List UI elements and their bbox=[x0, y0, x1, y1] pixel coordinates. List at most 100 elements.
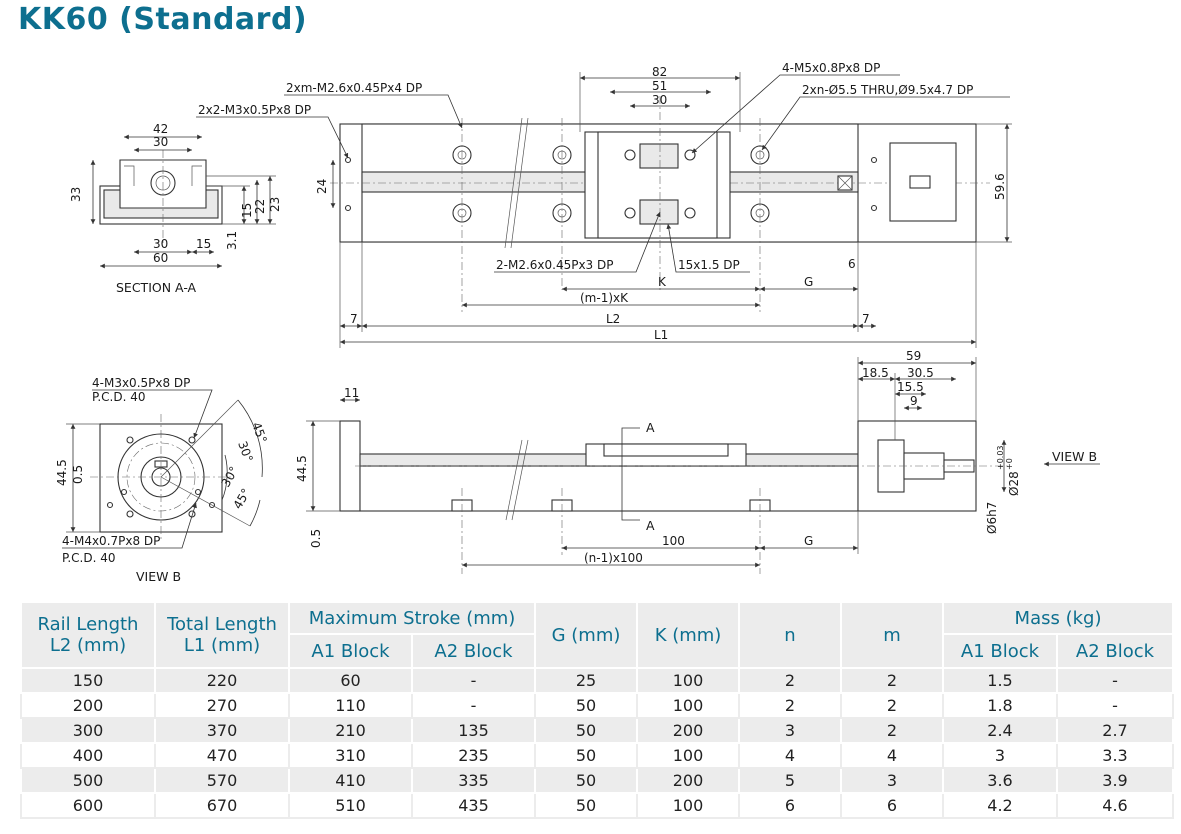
section-dim: 22 bbox=[253, 199, 267, 214]
callout-4-m4: 4-M4x0.7Px8 DP bbox=[62, 534, 160, 548]
callout-4-m5: 4-M5x0.8Px8 DP bbox=[782, 61, 880, 75]
table-cell: 25 bbox=[534, 667, 639, 694]
table-cell: 6 bbox=[840, 792, 945, 819]
table-row: 400 470 310 235 50 100 4 4 3 3.3 bbox=[20, 742, 1175, 769]
header-mass-a1: A1 Block bbox=[942, 633, 1059, 669]
top-dim: 51 bbox=[652, 79, 667, 93]
section-dim: 33 bbox=[69, 187, 83, 202]
table-cell: 3 bbox=[942, 742, 1059, 769]
table-cell: 370 bbox=[154, 717, 290, 744]
side-dim: Ø6h7 bbox=[985, 502, 999, 534]
section-dim: 23 bbox=[268, 197, 282, 212]
table-cell: 3.3 bbox=[1056, 742, 1175, 769]
table-cell: 4 bbox=[738, 742, 843, 769]
top-view: 82 51 30 24 59.6 K G 6 (m-1)xK 7 L2 7 L1… bbox=[196, 61, 1012, 348]
section-dim: 30 bbox=[153, 135, 168, 149]
table-cell: 470 bbox=[154, 742, 290, 769]
table-row: 300 370 210 135 50 200 3 2 2.4 2.7 bbox=[20, 717, 1175, 744]
callout-4-m3: 4-M3x0.5Px8 DP bbox=[92, 376, 190, 390]
top-dim: G bbox=[804, 275, 813, 289]
table-cell: 3.6 bbox=[942, 767, 1059, 794]
top-dim: 30 bbox=[652, 93, 667, 107]
side-view: 11 44.5 0.5 A A 100 G (n-1)x100 59 18.5 … bbox=[295, 349, 1100, 574]
top-dim: 82 bbox=[652, 65, 667, 79]
table-cell: 3 bbox=[840, 767, 945, 794]
header-total-length: Total Length L1 (mm) bbox=[154, 601, 290, 669]
header-mass-a2: A2 Block bbox=[1056, 633, 1175, 669]
table-cell: 60 bbox=[288, 667, 413, 694]
view-b-caption: VIEW B bbox=[136, 569, 181, 584]
top-dim: L1 bbox=[654, 328, 668, 342]
top-dim: 59.6 bbox=[993, 173, 1007, 200]
section-dim: 15 bbox=[196, 237, 211, 251]
spec-table: Rail Length L2 (mm) Total Length L1 (mm)… bbox=[20, 601, 1175, 819]
header-n: n bbox=[738, 601, 843, 669]
table-cell: 3.9 bbox=[1056, 767, 1175, 794]
table-cell: 50 bbox=[534, 767, 639, 794]
top-dim: 7 bbox=[862, 312, 870, 326]
table-cell: 50 bbox=[534, 792, 639, 819]
table-cell: 50 bbox=[534, 692, 639, 719]
view-b-indicator: VIEW B bbox=[1052, 449, 1097, 464]
table-cell: 310 bbox=[288, 742, 413, 769]
table-cell: 5 bbox=[738, 767, 843, 794]
side-dim: Ø28 bbox=[1007, 471, 1021, 496]
side-dim: 30.5 bbox=[907, 366, 934, 380]
table-cell: 6 bbox=[738, 792, 843, 819]
section-dim: 3.1 bbox=[225, 231, 239, 250]
table-cell: 200 bbox=[636, 767, 741, 794]
callout-2x2-m3: 2x2-M3x0.5Px8 DP bbox=[198, 103, 311, 117]
table-cell: 235 bbox=[410, 742, 537, 769]
table-cell: 100 bbox=[636, 692, 741, 719]
top-dim: L2 bbox=[606, 312, 620, 326]
table-cell: 220 bbox=[154, 667, 290, 694]
side-dim: +0 bbox=[1005, 458, 1014, 470]
table-cell: 510 bbox=[288, 792, 413, 819]
view-b-dim: 44.5 bbox=[55, 459, 69, 486]
table-row: 150 220 60 - 25 100 2 2 1.5 - bbox=[20, 667, 1175, 694]
table-cell: - bbox=[410, 692, 537, 719]
table-cell: 100 bbox=[636, 792, 741, 819]
table-cell: 435 bbox=[410, 792, 537, 819]
table-cell: 110 bbox=[288, 692, 413, 719]
table-cell: 600 bbox=[20, 792, 156, 819]
header-max-stroke: Maximum Stroke (mm) bbox=[287, 601, 537, 635]
callout-pcd-40: P.C.D. 40 bbox=[62, 551, 116, 565]
view-b-angle: 30° bbox=[235, 439, 255, 464]
table-cell: 3 bbox=[738, 717, 843, 744]
table-cell: 4.6 bbox=[1056, 792, 1175, 819]
table-cell: 570 bbox=[154, 767, 290, 794]
callout-pcd-40: P.C.D. 40 bbox=[92, 390, 146, 404]
section-dim: 15 bbox=[240, 203, 254, 218]
view-b-angle: 45° bbox=[230, 486, 253, 511]
side-dim: (n-1)x100 bbox=[584, 551, 643, 565]
header-g: G (mm) bbox=[534, 601, 639, 669]
side-dim: 9 bbox=[910, 394, 918, 408]
side-dim: G bbox=[804, 534, 813, 548]
table-cell: 270 bbox=[154, 692, 290, 719]
table-cell: - bbox=[410, 667, 537, 694]
table-cell: 2 bbox=[738, 667, 843, 694]
section-caption: SECTION A-A bbox=[116, 280, 197, 295]
table-cell: - bbox=[1056, 692, 1175, 719]
table-cell: 50 bbox=[534, 742, 639, 769]
header-rail-length: Rail Length L2 (mm) bbox=[20, 601, 156, 669]
callout-2xm-m26: 2xm-M2.6x0.45Px4 DP bbox=[286, 81, 422, 95]
header-stroke-a1: A1 Block bbox=[288, 633, 413, 669]
table-cell: 200 bbox=[636, 717, 741, 744]
header-stroke-a2: A2 Block bbox=[410, 633, 537, 669]
table-cell: 2.4 bbox=[942, 717, 1059, 744]
side-dim: 11 bbox=[344, 386, 359, 400]
table-cell: 2 bbox=[738, 692, 843, 719]
side-dim: 59 bbox=[906, 349, 921, 363]
table-cell: 2.7 bbox=[1056, 717, 1175, 744]
callout-2-m26-3dp: 2-M2.6x0.45Px3 DP bbox=[496, 258, 614, 272]
section-a-a-view: 42 30 33 30 15 60 3.1 15 22 23 SECTION A… bbox=[69, 122, 282, 295]
table-cell: 1.5 bbox=[942, 667, 1059, 694]
table-cell: 400 bbox=[20, 742, 156, 769]
section-marker-a: A bbox=[646, 420, 655, 435]
table-cell: 2 bbox=[840, 717, 945, 744]
view-b-angle: 45° bbox=[249, 420, 269, 445]
section-dim: 42 bbox=[153, 122, 168, 136]
table-cell: 410 bbox=[288, 767, 413, 794]
